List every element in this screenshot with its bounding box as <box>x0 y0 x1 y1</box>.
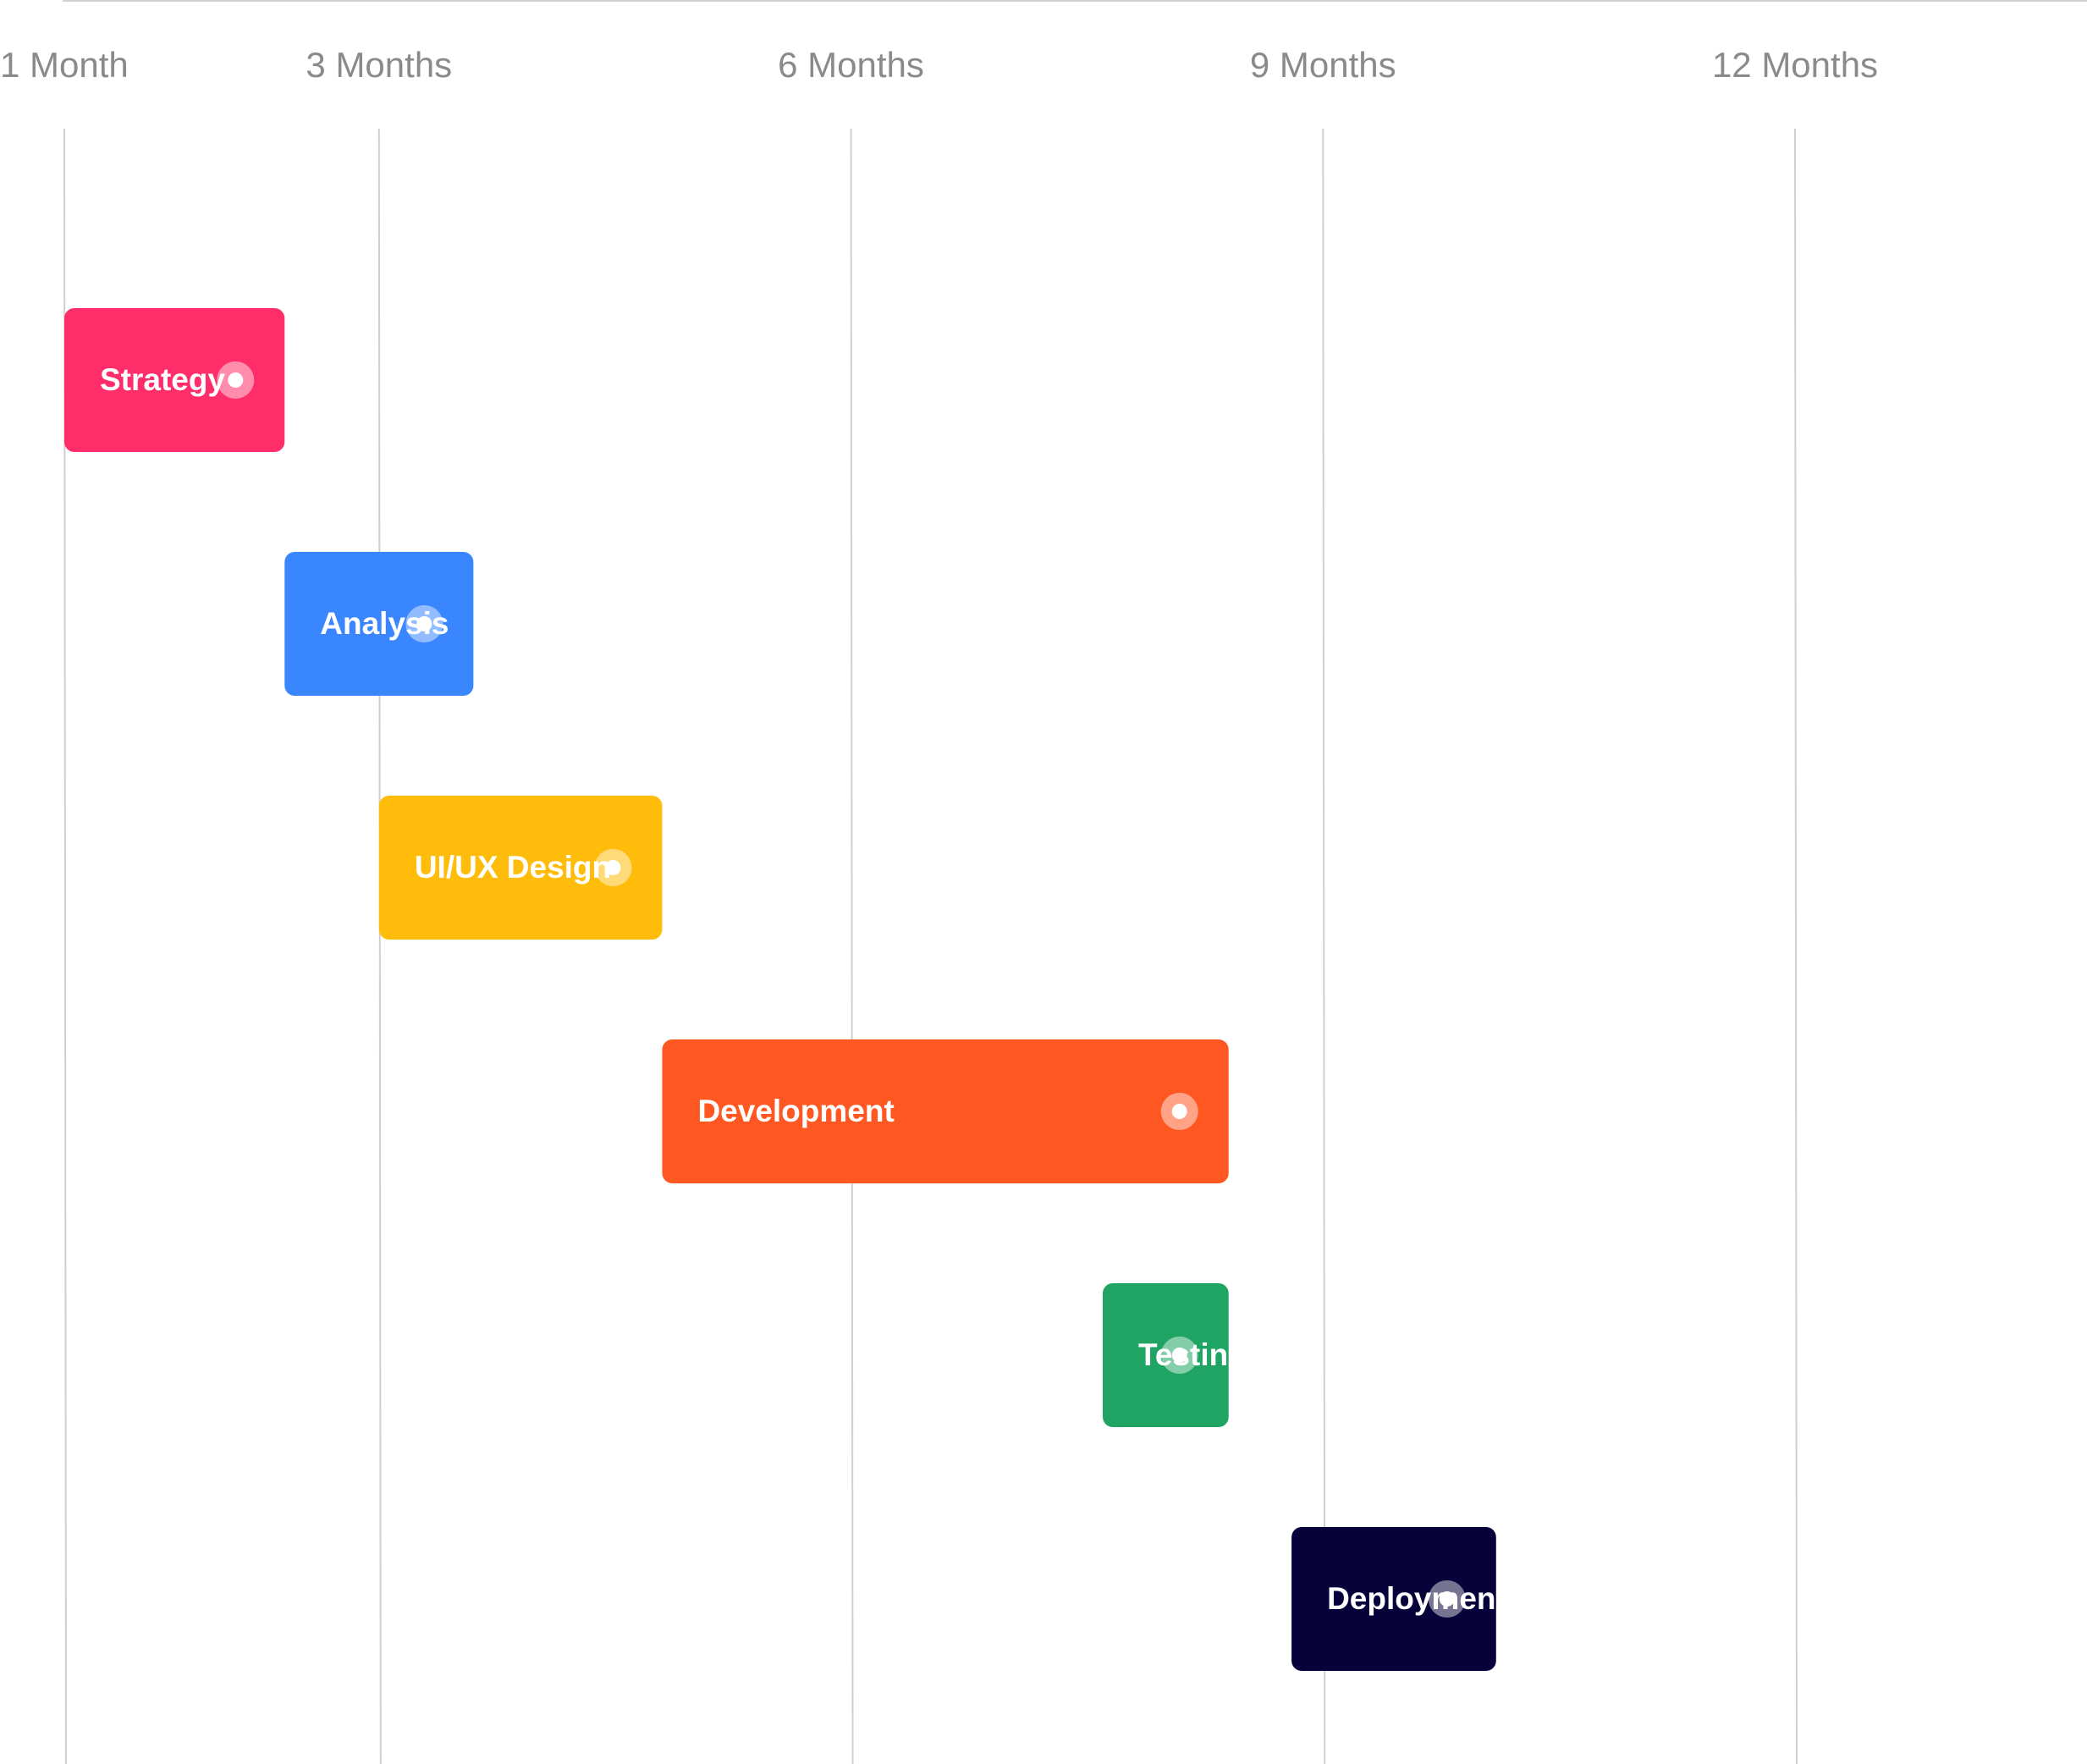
task-bar-fill[interactable] <box>64 308 285 452</box>
task-bar-deployment[interactable]: Deployment <box>1291 1527 1506 1671</box>
radio-dot-icon[interactable] <box>405 605 443 642</box>
x-axis-ticks: 1 Month 3 Months 6 Months 9 Months 12 Months <box>0 45 1878 85</box>
radio-dot <box>1439 1591 1455 1607</box>
tick-label-9-months: 9 Months <box>1250 45 1396 85</box>
task-label: UI/UX Design <box>415 850 611 885</box>
radio-dot <box>605 860 621 875</box>
task-bar-testing[interactable]: Testing <box>1103 1283 1247 1427</box>
tick-label-6-months: 6 Months <box>778 45 924 85</box>
task-bar-fill[interactable] <box>378 796 663 940</box>
task-bar-analysis[interactable]: Analysis <box>284 552 474 696</box>
grid-line-3-months <box>377 128 382 1764</box>
grid-line-9-months <box>1322 128 1326 1764</box>
task-bar-fill[interactable] <box>1291 1527 1496 1671</box>
task-bar-development[interactable]: Development <box>662 1039 1229 1183</box>
grid-line-12-months <box>1794 128 1798 1764</box>
radio-dot <box>416 616 432 631</box>
task-label: Deployment <box>1327 1581 1506 1616</box>
task-bar-strategy[interactable]: Strategy <box>64 308 285 452</box>
radio-dot <box>1171 1348 1187 1363</box>
task-label: Testing <box>1138 1337 1247 1372</box>
tick-label-1-month: 1 Month <box>0 45 129 85</box>
radio-dot-icon[interactable] <box>217 361 255 399</box>
radio-dot-icon[interactable] <box>1160 1337 1198 1374</box>
task-bar-fill[interactable] <box>1103 1283 1229 1427</box>
task-bar-fill[interactable] <box>284 552 474 696</box>
grid-lines <box>63 128 1798 1764</box>
task-bar-fill[interactable] <box>662 1039 1229 1183</box>
task-label: Development <box>697 1094 894 1128</box>
grid-line-6-months <box>850 128 854 1764</box>
radio-dot <box>228 372 244 388</box>
tick-label-12-months: 12 Months <box>1712 45 1878 85</box>
tick-label-3-months: 3 Months <box>306 45 452 85</box>
radio-dot-icon[interactable] <box>1428 1580 1466 1618</box>
task-bar-ui-ux-design[interactable]: UI/UX Design <box>378 796 663 940</box>
radio-dot <box>1171 1104 1187 1119</box>
radio-dot-icon[interactable] <box>1160 1093 1198 1130</box>
task-label: Strategy <box>100 362 225 397</box>
radio-dot-icon[interactable] <box>594 849 632 886</box>
